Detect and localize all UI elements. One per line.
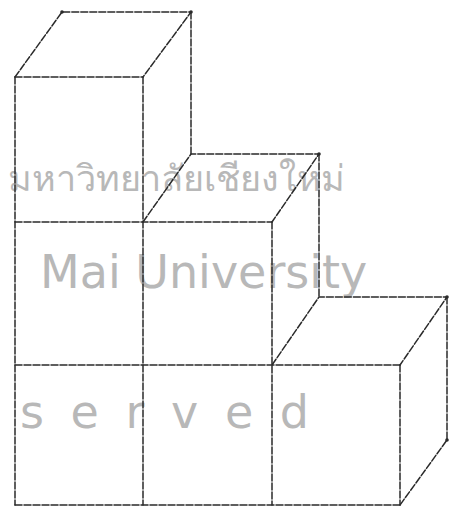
cube-edge: [142, 77, 144, 505]
watermark-text: Mai University: [40, 245, 367, 299]
vertex-dot: [60, 10, 64, 14]
cube-top: [143, 154, 319, 222]
cube-edge: [14, 77, 16, 505]
watermark-text: s e r v e d: [20, 385, 315, 439]
vertex-dot: [445, 295, 449, 299]
cube-side: [400, 297, 447, 505]
cube-edge: [15, 504, 400, 506]
cube-edge: [15, 76, 143, 78]
cube-side: [190, 12, 192, 154]
vertex-dot: [317, 152, 321, 156]
vertex-dot: [445, 438, 449, 442]
watermark-text: มหาวิทยาลัยเชียงใหม่: [8, 150, 345, 207]
cube-top: [15, 12, 191, 77]
cube-edge: [399, 365, 401, 505]
cube-side: [318, 154, 320, 297]
cube-top: [272, 297, 447, 365]
cube-edge: [15, 364, 400, 366]
vertex-dot: [189, 10, 193, 14]
